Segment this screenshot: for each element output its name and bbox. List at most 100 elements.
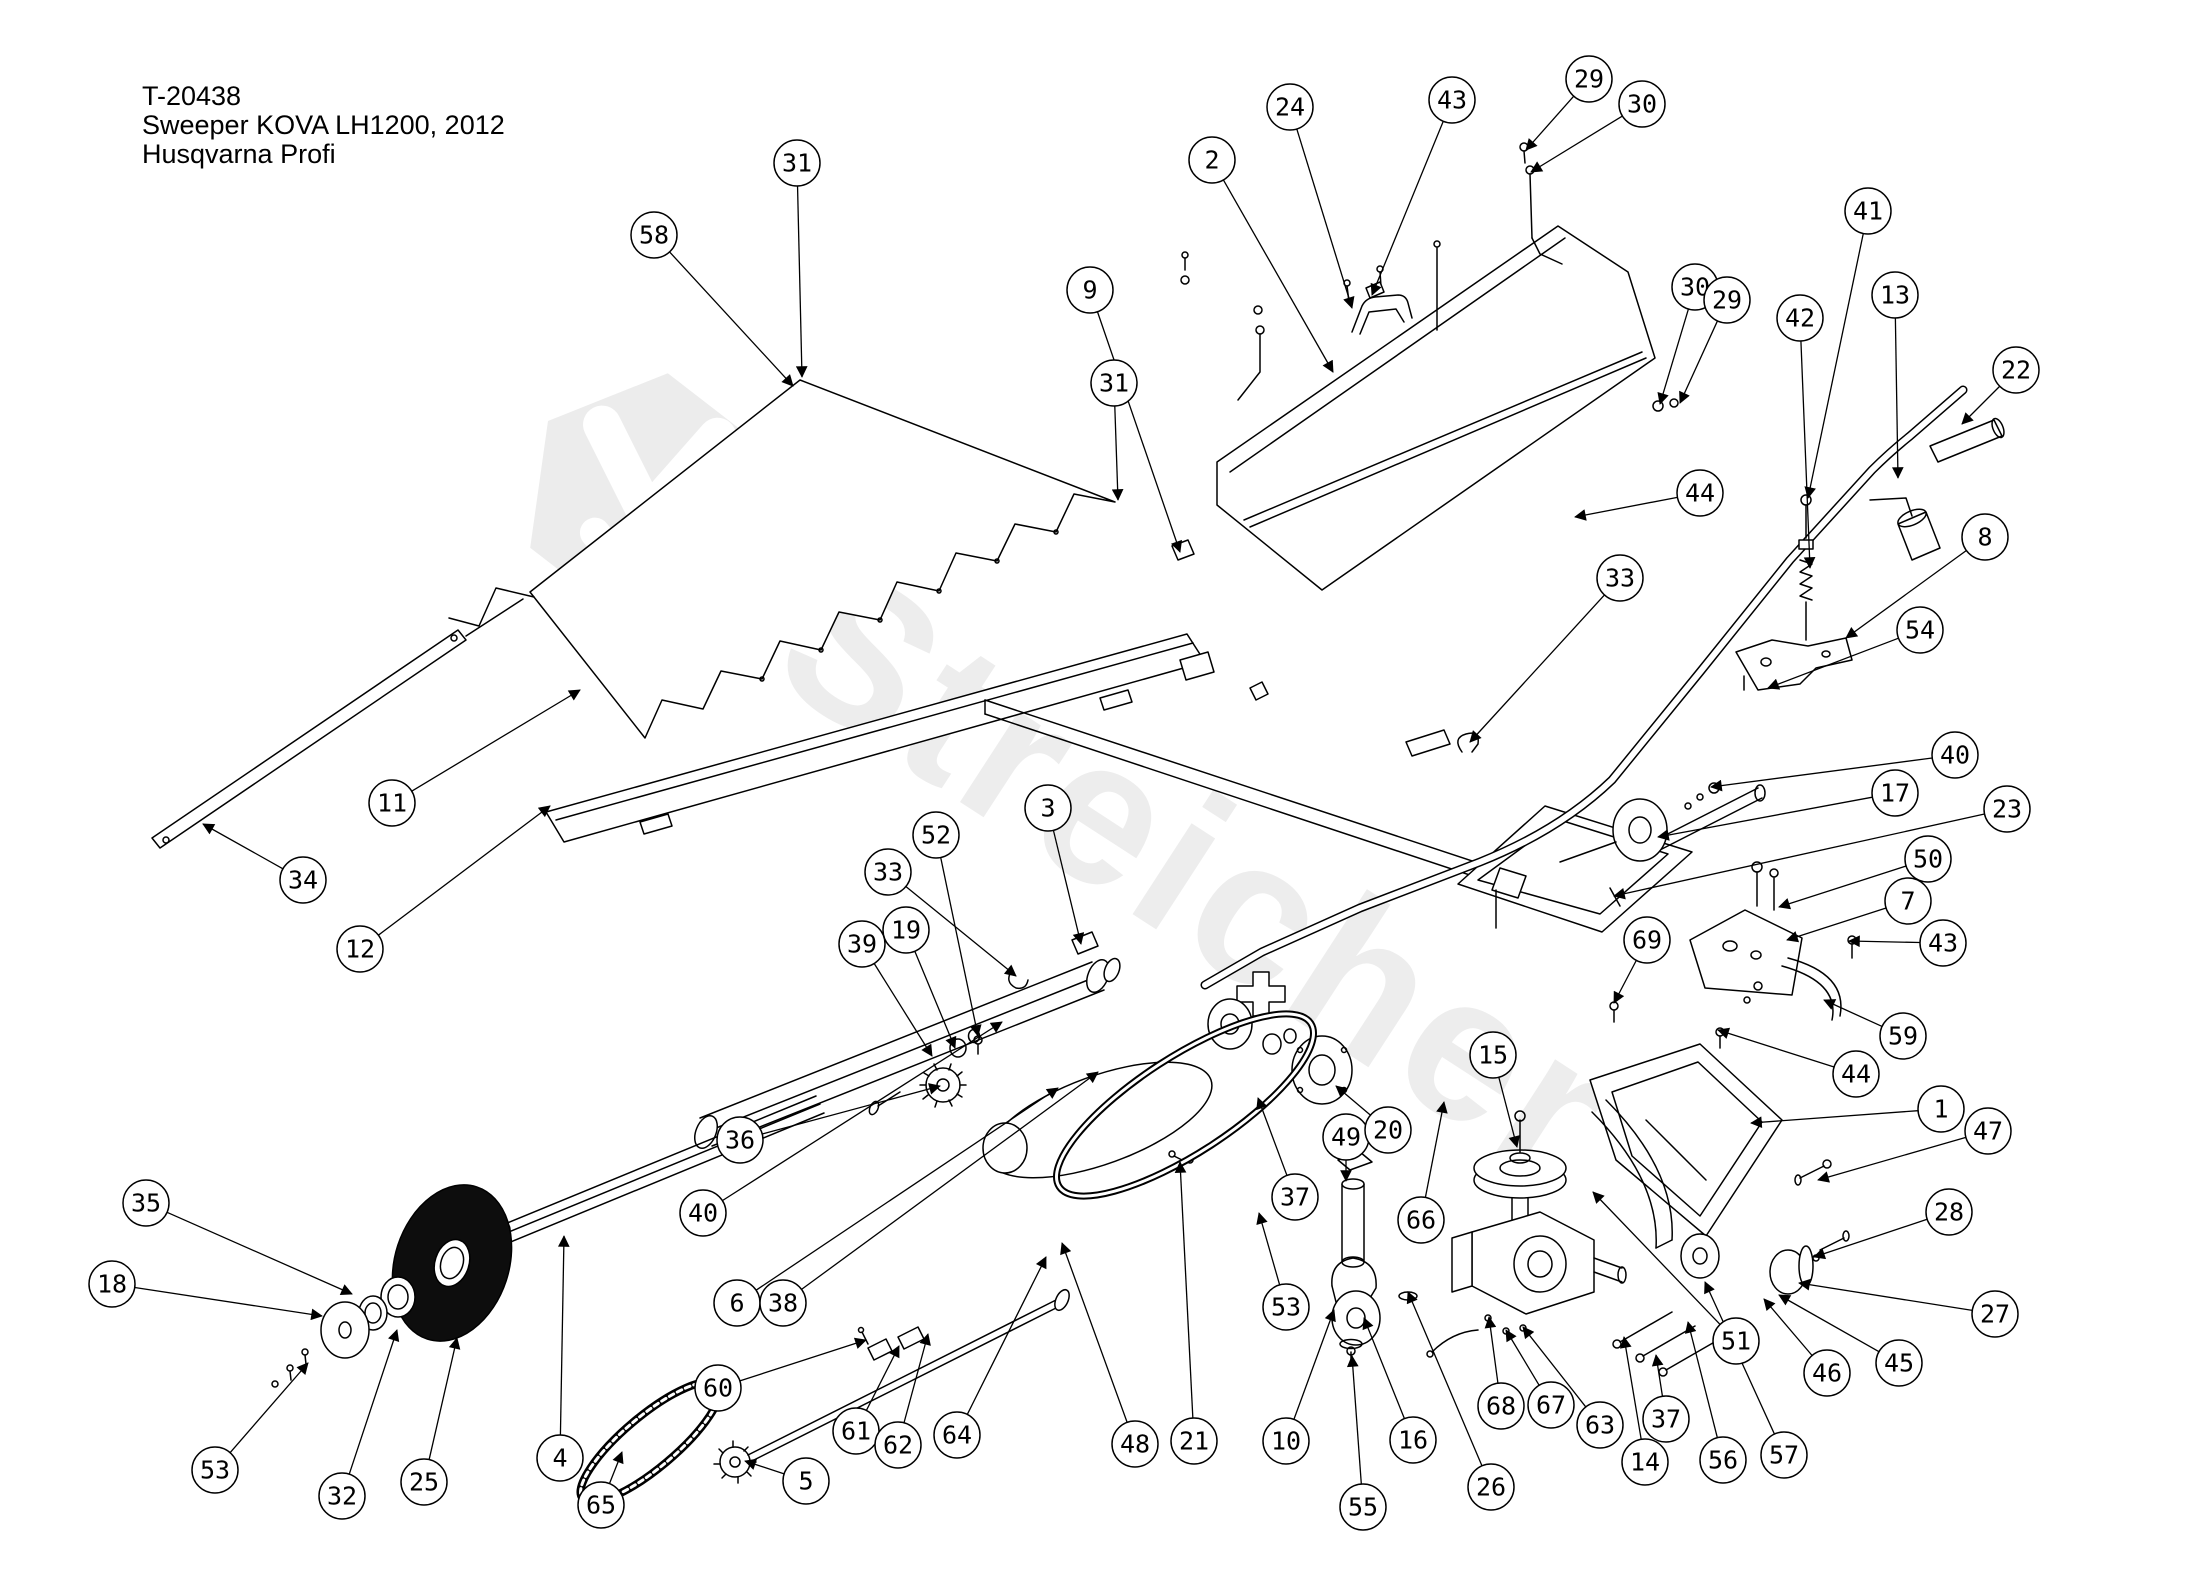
balloon-number-66: 66 (1406, 1206, 1436, 1235)
balloon-5 (782, 1457, 830, 1505)
balloon-42 (1776, 294, 1824, 342)
balloon-number-44: 44 (1685, 479, 1715, 508)
balloon-number-14: 14 (1630, 1448, 1660, 1477)
balloon-number-12: 12 (345, 935, 375, 964)
leader-line-62 (903, 1333, 931, 1423)
leader-line-12 (377, 805, 551, 936)
leader-line-6 (755, 1087, 1059, 1291)
balloon-11 (368, 779, 416, 827)
leader-line-65 (608, 1451, 624, 1484)
leader-line-43 (1370, 121, 1444, 296)
leader-line-18 (134, 1286, 323, 1321)
leader-line-40 (722, 1021, 1003, 1202)
balloon-48 (1111, 1420, 1159, 1468)
side-brush-disc-part (271, 1184, 513, 1388)
balloon-number-23: 23 (1992, 795, 2022, 824)
balloon-14 (1621, 1438, 1669, 1486)
balloon-number-49: 49 (1331, 1123, 1361, 1152)
balloon-number-46: 46 (1812, 1359, 1842, 1388)
balloon-number-62: 62 (883, 1431, 913, 1460)
balloon-number-31: 31 (782, 149, 812, 178)
balloon-number-40: 40 (1940, 741, 1970, 770)
balloon-number-11: 11 (377, 789, 407, 818)
balloon-number-18: 18 (97, 1270, 127, 1299)
leader-line-37 (1651, 1354, 1664, 1397)
balloon-number-21: 21 (1179, 1427, 1209, 1456)
balloon-13 (1871, 271, 1919, 319)
leader-line-15 (1498, 1077, 1520, 1148)
balloon-number-63: 63 (1585, 1411, 1615, 1440)
balloon-number-31: 31 (1099, 369, 1129, 398)
balloon-53 (1262, 1283, 1310, 1331)
balloon-22 (1992, 346, 2040, 394)
spring-assembly-part (1735, 494, 1853, 691)
leader-line-17 (1657, 796, 1873, 841)
balloon-2 (1188, 136, 1236, 184)
balloon-31 (1090, 359, 1138, 407)
balloon-number-57: 57 (1769, 1441, 1799, 1470)
balloon-38 (759, 1279, 807, 1327)
leader-line-67 (1505, 1329, 1540, 1386)
balloon-number-4: 4 (552, 1444, 567, 1473)
leader-line-39 (873, 963, 933, 1057)
balloon-60 (694, 1364, 742, 1412)
balloon-26 (1467, 1463, 1515, 1511)
leader-line-5 (744, 1458, 785, 1475)
balloon-12 (336, 925, 384, 973)
balloon-number-43: 43 (1928, 929, 1958, 958)
leader-line-54 (1767, 637, 1899, 690)
leader-line-28 (1813, 1218, 1928, 1260)
balloon-24 (1266, 83, 1314, 131)
balloon-45 (1875, 1339, 1923, 1387)
balloon-28 (1925, 1188, 1973, 1236)
balloon-64 (933, 1411, 981, 1459)
leader-line-38 (801, 1071, 1099, 1290)
drawing-number: T-20438 (142, 81, 242, 111)
leader-line-33 (1469, 594, 1605, 743)
balloon-25 (400, 1458, 448, 1506)
belt-part (982, 1010, 1317, 1200)
leader-line-51 (1592, 1191, 1721, 1325)
balloon-number-1: 1 (1933, 1095, 1948, 1124)
balloon-number-53: 53 (1271, 1293, 1301, 1322)
balloon-number-15: 15 (1478, 1041, 1508, 1070)
rear-bracket-part (1589, 1043, 1850, 1295)
collector-tray-part (545, 633, 1215, 843)
leader-line-35 (166, 1211, 353, 1296)
balloon-number-58: 58 (639, 221, 669, 250)
leader-line-31 (795, 185, 808, 378)
balloon-56 (1699, 1436, 1747, 1484)
balloon-27 (1971, 1290, 2019, 1338)
balloon-54 (1896, 606, 1944, 654)
balloon-number-35: 35 (131, 1189, 161, 1218)
leader-line-24 (1296, 128, 1355, 309)
leader-line-59 (1823, 999, 1883, 1028)
balloon-51 (1712, 1317, 1760, 1365)
balloon-30 (1618, 80, 1666, 128)
balloon-number-3: 3 (1040, 794, 1055, 823)
balloon-31 (773, 139, 821, 187)
balloon-number-47: 47 (1973, 1117, 2003, 1146)
balloon-number-20: 20 (1373, 1116, 1403, 1145)
balloon-18 (88, 1260, 136, 1308)
balloon-number-17: 17 (1880, 779, 1910, 808)
balloon-number-13: 13 (1880, 281, 1910, 310)
leader-line-7 (1786, 907, 1887, 943)
balloon-63 (1576, 1401, 1624, 1449)
leader-line-53 (229, 1362, 309, 1454)
balloon-50 (1904, 835, 1952, 883)
leader-line-37 (1256, 1097, 1288, 1176)
balloon-59 (1879, 1012, 1927, 1060)
balloon-44 (1832, 1050, 1880, 1098)
leader-line-31 (1111, 405, 1124, 501)
balloon-52 (912, 811, 960, 859)
wheel-axle-part (1559, 782, 1766, 863)
balloon-number-48: 48 (1120, 1430, 1150, 1459)
balloon-number-37: 37 (1651, 1405, 1681, 1434)
balloon-number-26: 26 (1476, 1473, 1506, 1502)
balloon-number-54: 54 (1905, 616, 1935, 645)
leader-line-30 (1530, 115, 1623, 173)
balloon-29 (1565, 55, 1613, 103)
balloon-number-55: 55 (1348, 1493, 1378, 1522)
